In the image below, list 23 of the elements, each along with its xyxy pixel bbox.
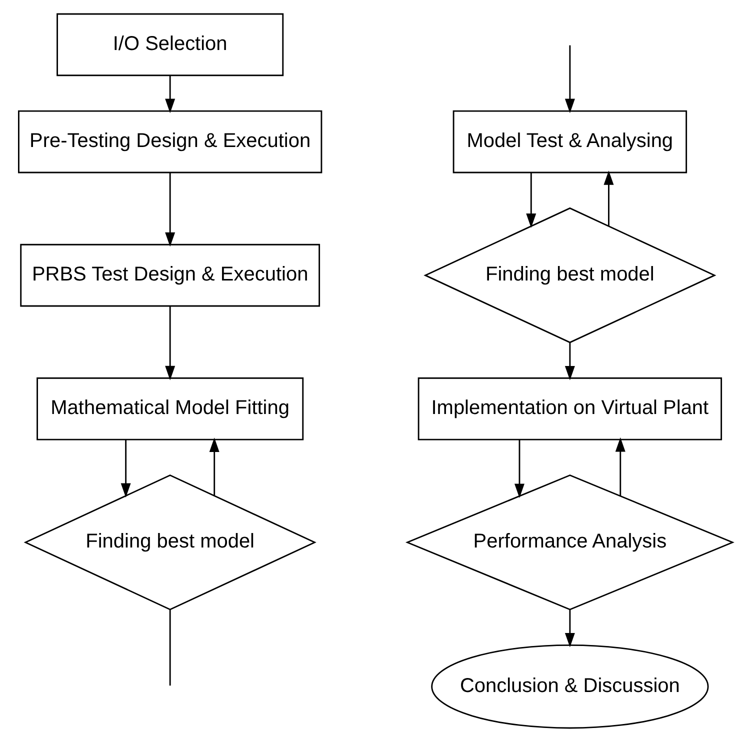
node-box: Pre-Testing Design & Execution (18, 110, 322, 174)
node-box: PRBS Test Design & Execution (20, 244, 320, 307)
node-diamond: Finding best model (24, 474, 316, 610)
node-box: Mathematical Model Fitting (36, 377, 304, 440)
node-box: I/O Selection (56, 13, 284, 76)
arrow (615, 437, 626, 496)
node-diamond: Performance Analysis (405, 474, 734, 610)
arrow (514, 440, 524, 498)
node-diamond: Finding best model (424, 207, 716, 344)
arrow (165, 172, 176, 247)
arrow (564, 610, 575, 648)
node-ellipse: Conclusion & Discussion (431, 644, 709, 729)
arrow (564, 342, 575, 380)
node-box: Implementation on Virtual Plant (418, 377, 722, 440)
arrow (526, 172, 536, 228)
arrow (165, 306, 176, 380)
arrow (564, 45, 575, 114)
arrow (120, 440, 131, 498)
connector (169, 610, 171, 686)
arrow (604, 170, 614, 226)
node-box: Model Test & Analysing (452, 110, 688, 174)
arrow (209, 438, 220, 496)
arrow (165, 75, 176, 114)
